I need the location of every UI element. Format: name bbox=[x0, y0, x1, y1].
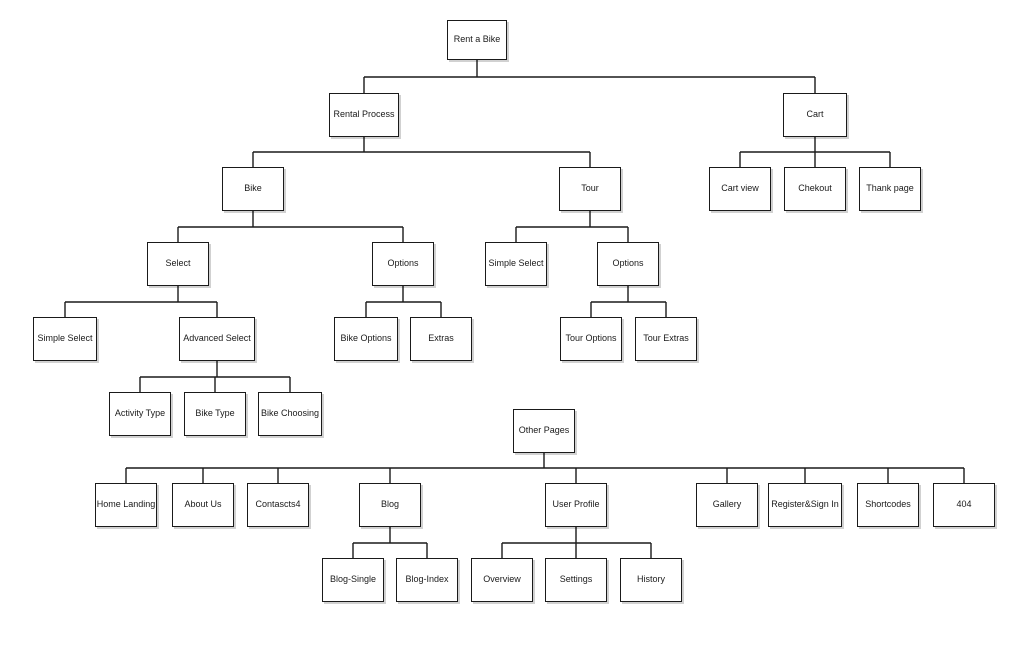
node-chekout: Chekout bbox=[784, 167, 846, 211]
node-gallery: Gallery bbox=[696, 483, 758, 527]
node-shortcodes: Shortcodes bbox=[857, 483, 919, 527]
node-bike-type: Bike Type bbox=[184, 392, 246, 436]
node-overview: Overview bbox=[471, 558, 533, 602]
node-select: Select bbox=[147, 242, 209, 286]
node-contacts: Contascts4 bbox=[247, 483, 309, 527]
node-bike: Bike bbox=[222, 167, 284, 211]
node-blog: Blog bbox=[359, 483, 421, 527]
node-tour-options: Tour Options bbox=[560, 317, 622, 361]
node-simple-select: Simple Select bbox=[33, 317, 97, 361]
node-bike-options-group: Options bbox=[372, 242, 434, 286]
node-tour: Tour bbox=[559, 167, 621, 211]
node-history: History bbox=[620, 558, 682, 602]
node-extras: Extras bbox=[410, 317, 472, 361]
node-advanced-select: Advanced Select bbox=[179, 317, 255, 361]
node-settings: Settings bbox=[545, 558, 607, 602]
node-blog-index: Blog-Index bbox=[396, 558, 458, 602]
node-cart-view: Cart view bbox=[709, 167, 771, 211]
node-bike-options: Bike Options bbox=[334, 317, 398, 361]
node-rental-process: Rental Process bbox=[329, 93, 399, 137]
node-bike-choosing: Bike Choosing bbox=[258, 392, 322, 436]
node-about-us: About Us bbox=[172, 483, 234, 527]
node-cart: Cart bbox=[783, 93, 847, 137]
node-activity-type: Activity Type bbox=[109, 392, 171, 436]
node-register-sign-in: Register&Sign In bbox=[768, 483, 842, 527]
node-user-profile: User Profile bbox=[545, 483, 607, 527]
node-thank-page: Thank page bbox=[859, 167, 921, 211]
node-home-landing: Home Landing bbox=[95, 483, 157, 527]
node-404: 404 bbox=[933, 483, 995, 527]
node-other-pages: Other Pages bbox=[513, 409, 575, 453]
node-blog-single: Blog-Single bbox=[322, 558, 384, 602]
node-tour-options-group: Options bbox=[597, 242, 659, 286]
node-tour-simple-select: Simple Select bbox=[485, 242, 547, 286]
node-tour-extras: Tour Extras bbox=[635, 317, 697, 361]
node-rent-a-bike: Rent a Bike bbox=[447, 20, 507, 60]
